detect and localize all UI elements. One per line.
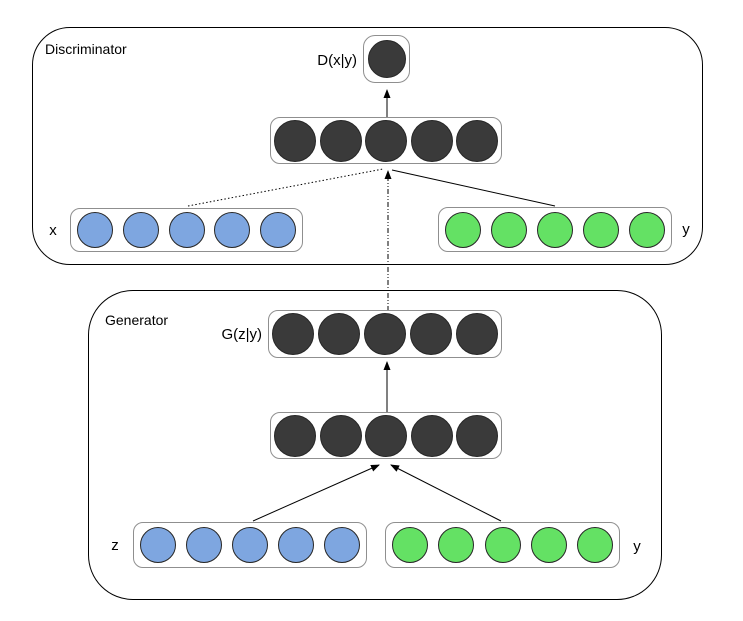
discriminator-output-node [363, 35, 410, 83]
neuron-circle [272, 313, 314, 355]
neuron-circle [232, 527, 268, 563]
neuron-circle [484, 527, 521, 563]
neuron-circle [168, 212, 205, 248]
line-x-to-hidden-dotted [187, 168, 384, 207]
generator-output-layer [268, 310, 502, 358]
neuron-circle [410, 313, 452, 355]
neuron-circle [629, 211, 665, 248]
neuron-circle [367, 40, 406, 78]
neuron-circle [319, 119, 362, 162]
discriminator-title: Discriminator [45, 41, 127, 57]
x-input-layer [70, 208, 303, 252]
generator-title: Generator [105, 312, 169, 328]
y-input-layer-discriminator [438, 207, 672, 252]
neuron-circle [491, 211, 527, 248]
z-input-layer [133, 522, 367, 568]
neuron-circle [186, 527, 222, 563]
arrow-z-to-genhidden [252, 464, 380, 522]
neuron-circle [364, 313, 406, 355]
neuron-circle [410, 119, 453, 162]
neuron-circle [392, 527, 428, 563]
neuron-circle [438, 527, 475, 563]
discriminator-output-label: D(x|y) [317, 52, 357, 69]
neuron-circle [140, 527, 176, 563]
y-label-discriminator: y [682, 221, 690, 238]
neuron-circle [456, 414, 498, 457]
neuron-circle [456, 119, 498, 162]
neuron-circle [577, 527, 613, 563]
neuron-circle [410, 414, 453, 457]
neuron-circle [260, 212, 296, 248]
neuron-circle [324, 527, 360, 563]
neuron-circle [274, 414, 316, 457]
neuron-circle [456, 313, 498, 355]
neuron-circle [274, 119, 316, 162]
y-label-generator: y [633, 538, 641, 555]
neuron-circle [530, 527, 567, 563]
generator-output-label: G(z|y) [221, 326, 262, 343]
y-input-layer-generator [385, 522, 620, 568]
x-label: x [49, 222, 57, 239]
generator-hidden-layer [270, 412, 502, 459]
arrow-y-to-genhidden [390, 464, 502, 522]
neuron-circle [319, 414, 362, 457]
line-y-to-hidden [391, 169, 556, 207]
neuron-circle [365, 119, 407, 162]
neuron-circle [583, 211, 619, 248]
neuron-circle [77, 212, 113, 248]
neuron-circle [445, 211, 481, 248]
discriminator-hidden-layer [270, 117, 502, 164]
neuron-circle [214, 212, 251, 248]
neuron-circle [278, 527, 314, 563]
neuron-circle [318, 313, 360, 355]
neuron-circle [365, 414, 407, 457]
z-label: z [111, 537, 119, 554]
neuron-circle [122, 212, 159, 248]
neuron-circle [537, 211, 573, 248]
